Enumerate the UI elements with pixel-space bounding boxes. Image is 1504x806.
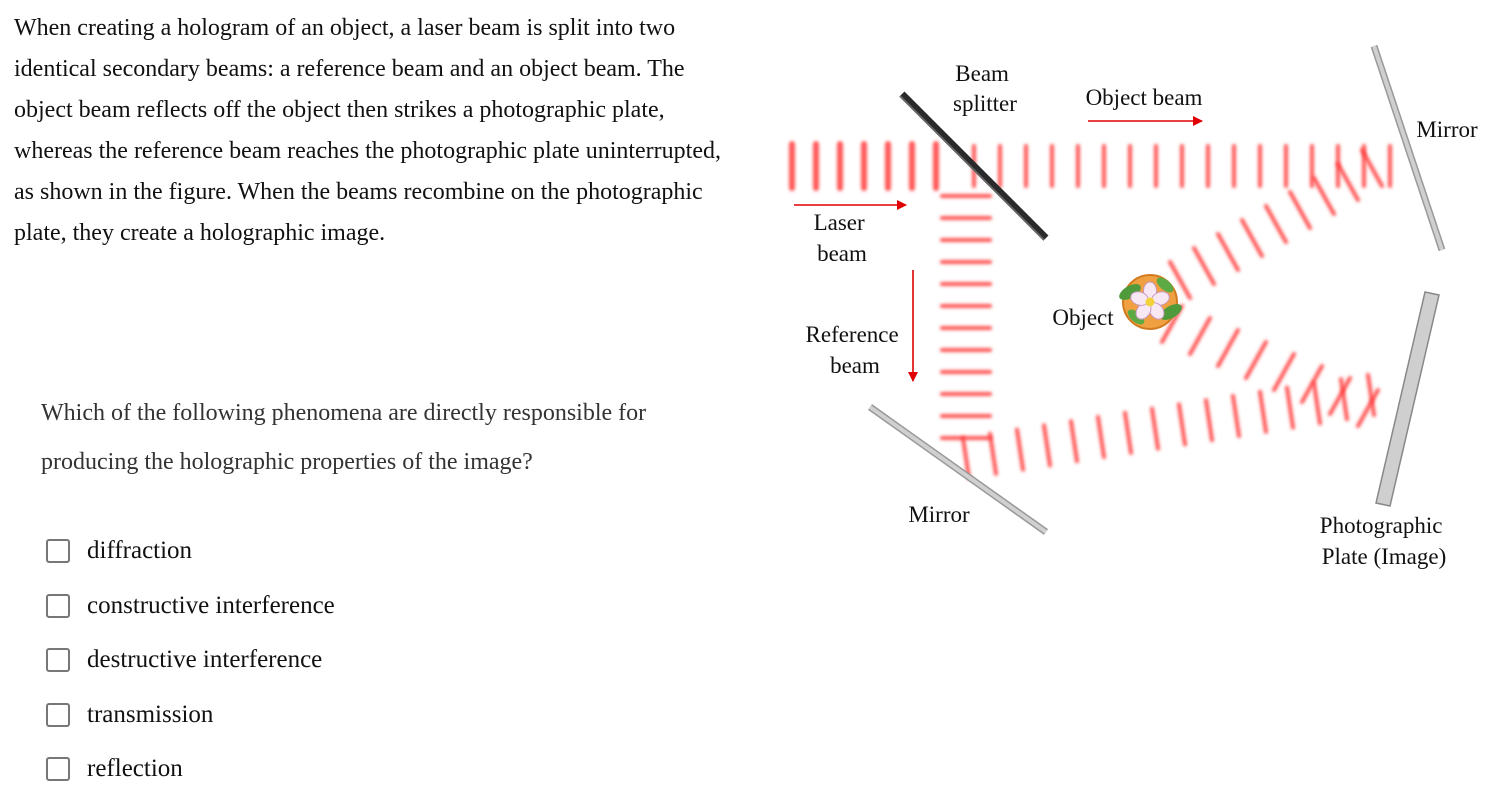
option-label: destructive interference xyxy=(87,646,323,674)
checkbox[interactable] xyxy=(46,593,70,618)
wavefront xyxy=(1188,316,1212,356)
mirror-bottom-label: Mirror xyxy=(908,502,970,527)
laser-beam-label: Laser beam xyxy=(814,210,871,266)
photographic-plate xyxy=(1375,291,1440,507)
checkbox[interactable] xyxy=(46,702,70,727)
hologram-diagram: Beam splitter Object beam Mirror Laser b… xyxy=(789,44,1478,569)
wavefront xyxy=(1272,352,1296,392)
object-beam-wavefronts xyxy=(972,144,1392,188)
wavefront xyxy=(1231,394,1241,438)
laser-beam-wavefronts xyxy=(789,141,939,191)
wavefront xyxy=(988,431,998,476)
wavefront xyxy=(1069,419,1079,464)
wavefront xyxy=(1328,376,1352,416)
wavefront xyxy=(1240,218,1264,258)
photographic-plate-label: Photographic Plate (Image) xyxy=(1320,513,1448,569)
wavefront xyxy=(1204,398,1214,443)
wavefront xyxy=(1366,373,1376,417)
wavefront xyxy=(1285,385,1295,430)
wavefront xyxy=(1300,364,1324,404)
beam-splitter-label: Beam splitter xyxy=(953,61,1017,116)
checkbox[interactable] xyxy=(46,757,70,782)
wavefront xyxy=(1258,389,1268,434)
wavefront xyxy=(1192,246,1216,286)
wavefront xyxy=(1312,176,1336,216)
wavefront xyxy=(1312,381,1322,426)
option-label: reflection xyxy=(87,755,183,783)
option-diffraction[interactable]: diffraction xyxy=(46,524,335,579)
option-constructive-interference[interactable]: constructive interference xyxy=(46,579,335,634)
reflected-reference-beam-wavefronts xyxy=(961,373,1376,480)
wavefront xyxy=(1177,402,1187,447)
option-label: diffraction xyxy=(87,537,193,565)
reflected-object-beam-wavefronts xyxy=(1160,148,1384,428)
intro-paragraph: When creating a hologram of an object, a… xyxy=(14,15,721,246)
wavefront xyxy=(1244,340,1268,380)
wavefront xyxy=(1264,204,1288,244)
wavefront xyxy=(1123,410,1133,455)
wavefront xyxy=(1360,148,1384,188)
wavefront xyxy=(1150,406,1160,451)
answer-options: diffraction constructive interference de… xyxy=(46,524,335,797)
checkbox[interactable] xyxy=(46,539,70,564)
wavefront xyxy=(1356,388,1380,428)
mirror-top-label: Mirror xyxy=(1416,117,1478,142)
option-reflection[interactable]: reflection xyxy=(46,742,335,797)
option-destructive-interference[interactable]: destructive interference xyxy=(46,633,335,688)
wavefront xyxy=(1336,162,1360,202)
wavefront xyxy=(1288,190,1312,230)
question-text: Which of the following phenomena are dir… xyxy=(41,400,647,475)
wavefront xyxy=(961,436,971,480)
wavefront xyxy=(1015,427,1025,472)
object-flower-icon xyxy=(1119,274,1182,330)
option-label: constructive interference xyxy=(87,591,335,619)
beam-splitter xyxy=(899,91,1049,241)
object-label: Object xyxy=(1052,305,1114,330)
wavefront xyxy=(1216,232,1240,272)
wavefront xyxy=(1339,377,1349,422)
checkbox[interactable] xyxy=(46,648,70,673)
wavefront xyxy=(1042,423,1052,468)
option-transmission[interactable]: transmission xyxy=(46,688,335,743)
wavefront xyxy=(1168,260,1192,300)
object-beam-label: Object beam xyxy=(1086,85,1203,110)
reference-beam-wavefronts xyxy=(940,194,992,440)
wavefront xyxy=(1096,415,1106,459)
wavefront xyxy=(1216,328,1240,368)
option-label: transmission xyxy=(87,700,214,728)
reference-beam-label: Reference beam xyxy=(806,322,905,378)
